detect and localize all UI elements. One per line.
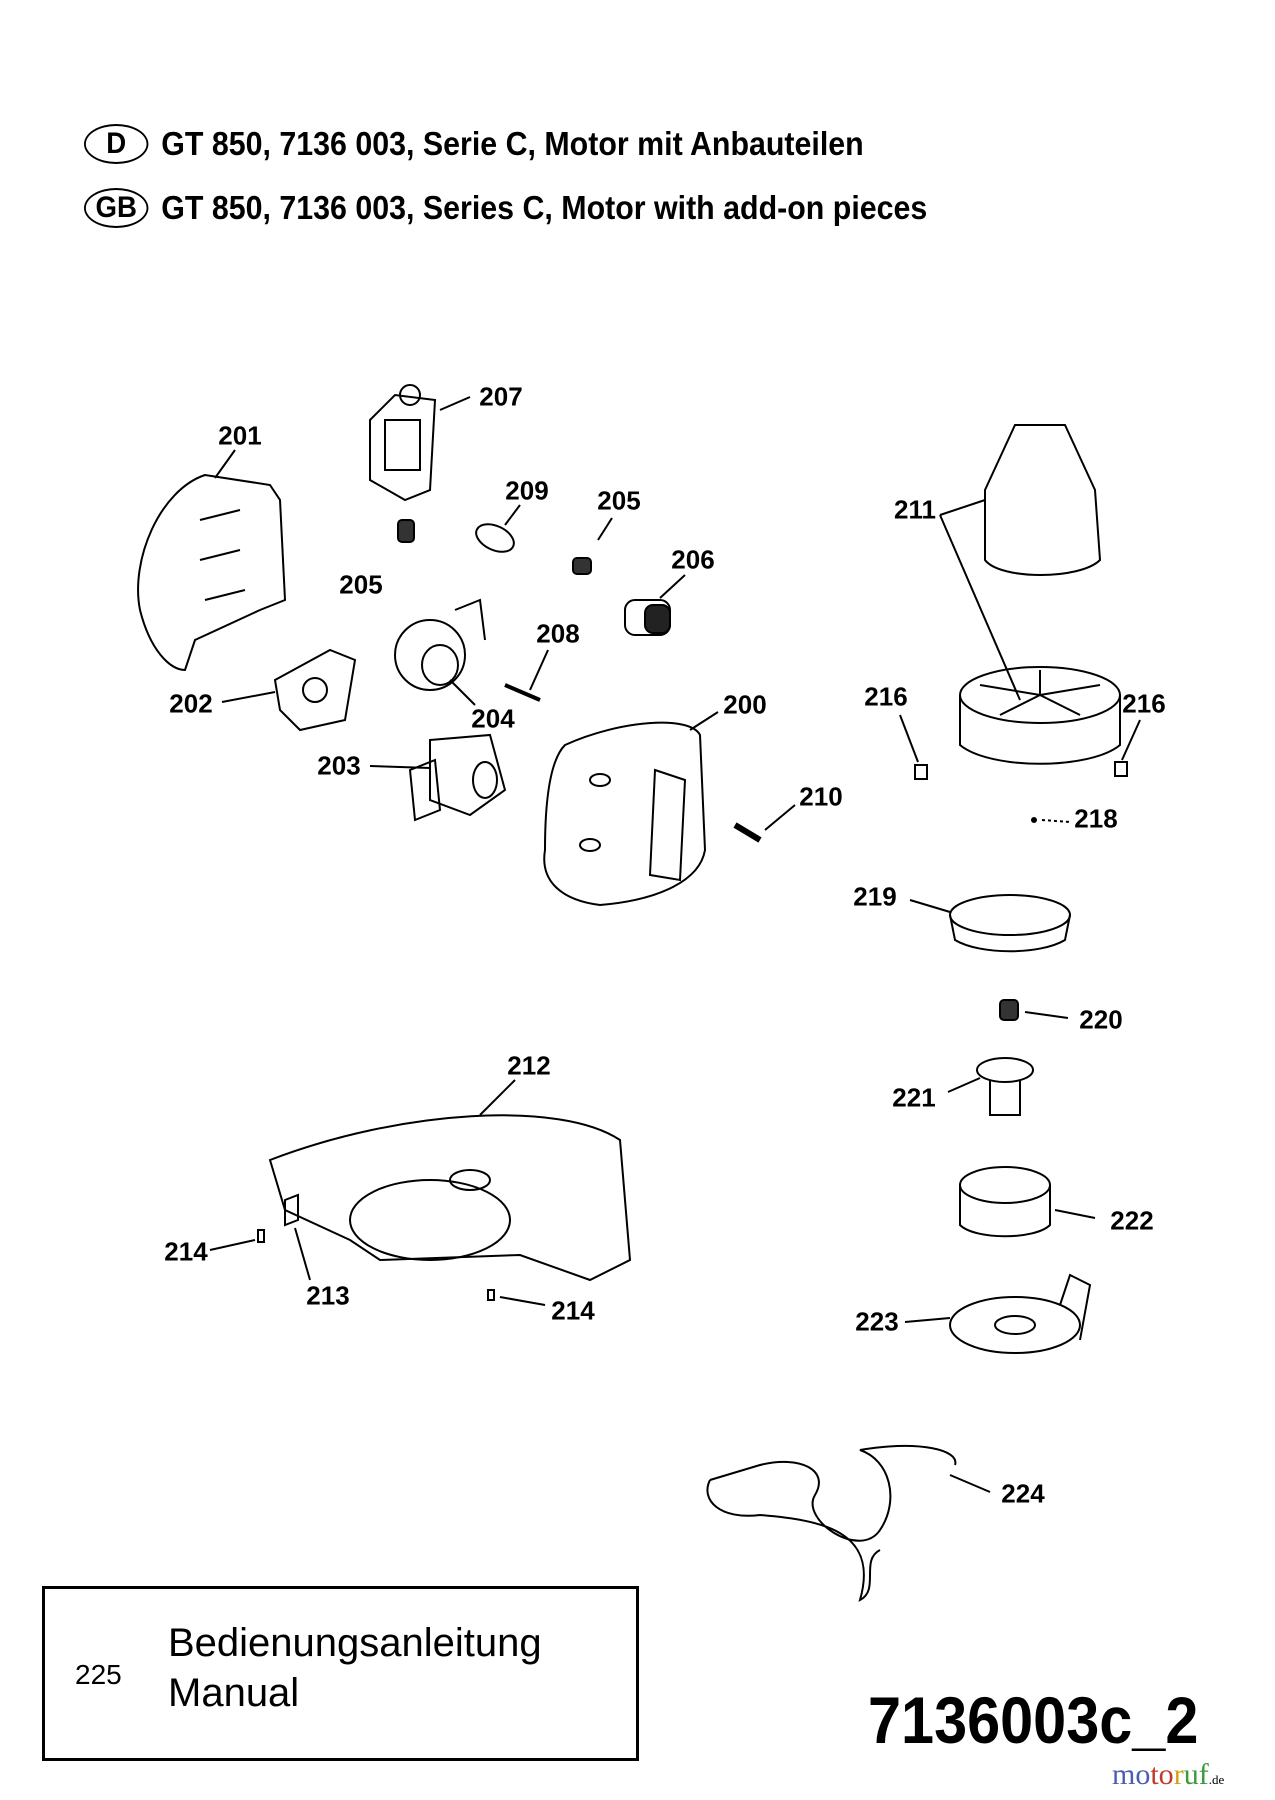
part-label: 203 (317, 750, 361, 781)
part-label: 221 (892, 1082, 936, 1113)
part-210-drawing (733, 804, 796, 843)
header-line-gb: GB GT 850, 7136 003, Series C, Motor wit… (84, 188, 927, 228)
manual-title-de: Bedienungsanleitung (168, 1621, 542, 1665)
part-label: 205 (339, 569, 383, 600)
part-label: 204 (471, 703, 515, 734)
part-label: 205 (597, 485, 641, 516)
part-label: 210 (799, 781, 843, 812)
part-200-drawing (543, 711, 719, 907)
part-label: 201 (218, 420, 262, 451)
part-label: 222 (1110, 1205, 1154, 1236)
part-label: 214 (164, 1236, 208, 1267)
part-label: 223 (855, 1306, 899, 1337)
part-label: 213 (306, 1280, 350, 1311)
watermark-logo: motoruf.de (1112, 1758, 1225, 1791)
lang-badge-d: D (84, 124, 149, 164)
part-label: 220 (1079, 1004, 1123, 1035)
part-216-drawing (899, 714, 1141, 780)
part-220-drawing (999, 999, 1069, 1021)
part-203-drawing (369, 733, 507, 822)
part-label: 224 (1001, 1478, 1045, 1509)
part-208-drawing (504, 649, 549, 702)
part-223-drawing (904, 1273, 1092, 1354)
part-label: 219 (853, 881, 897, 912)
header-title-gb: GT 850, 7136 003, Series C, Motor with a… (161, 189, 928, 226)
part-label: 216 (864, 681, 908, 712)
part-label: 214 (551, 1295, 595, 1326)
part-219-drawing (909, 894, 1071, 953)
diagram-code: 7136003c_2 (868, 1683, 1199, 1757)
part-201-drawing (137, 449, 287, 672)
part-label: 209 (505, 475, 549, 506)
manual-title-en: Manual (168, 1671, 300, 1715)
part-fan-drawing (959, 666, 1121, 765)
part-211-drawing (939, 424, 1102, 701)
part-213-214-drawing (209, 1193, 546, 1306)
part-label: 207 (479, 381, 523, 412)
part-label: 202 (169, 688, 213, 719)
part-221-drawing (947, 1057, 1034, 1116)
part-label: 211 (894, 494, 936, 525)
manual-part-number: 225 (75, 1659, 122, 1690)
part-label: 212 (507, 1050, 551, 1081)
part-212-drawing (268, 1079, 632, 1282)
part-224-drawing (706, 1444, 991, 1602)
part-label: 216 (1122, 688, 1166, 719)
part-label: 218 (1074, 803, 1118, 834)
part-207-drawing (369, 384, 471, 502)
manual-box: 225 Bedienungsanleitung Manual (42, 1586, 639, 1761)
part-206-drawing (624, 574, 686, 636)
header-title-de: GT 850, 7136 003, Serie C, Motor mit Anb… (161, 125, 864, 162)
part-205-drawing (397, 517, 613, 575)
part-222-drawing (959, 1166, 1096, 1238)
part-label: 208 (536, 618, 580, 649)
part-label: 206 (671, 544, 715, 575)
part-209-drawing (475, 504, 521, 553)
header-line-de: D GT 850, 7136 003, Serie C, Motor mit A… (84, 124, 864, 164)
part-204-drawing (394, 598, 486, 706)
part-218-drawing (1031, 817, 1071, 823)
part-label: 200 (723, 689, 767, 720)
lang-badge-gb: GB (84, 188, 149, 228)
part-202-drawing (221, 648, 357, 732)
